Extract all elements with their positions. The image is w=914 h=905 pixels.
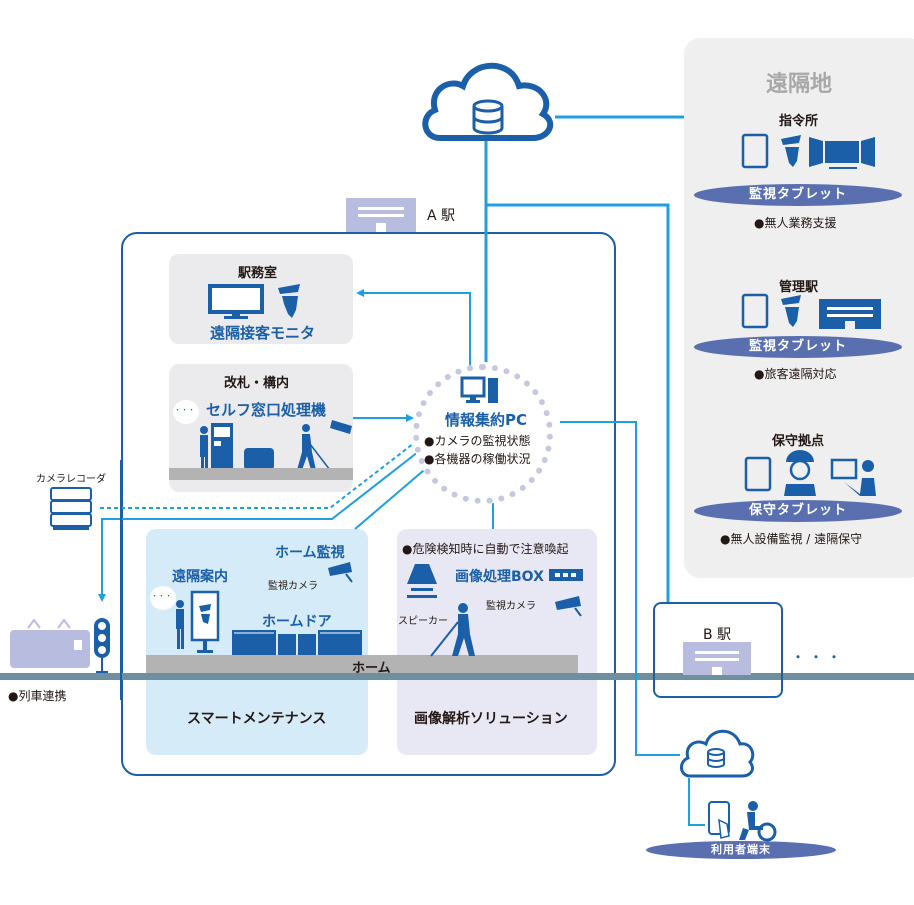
info-pc-bullet-1: ●カメラの監視状態 (424, 434, 531, 448)
smart-bubble-dots: ・・・ (151, 592, 172, 600)
site-name-command-center: 指令所 (779, 114, 819, 129)
station-staff-icon (278, 284, 300, 318)
speech-bubble (173, 400, 199, 424)
station-a-label: A 駅 (427, 208, 456, 224)
image-analysis-note: ●危険検知時に自動で注意喚起 (402, 542, 569, 556)
platform (146, 655, 578, 675)
smartphone-icon (708, 801, 730, 839)
line-pc-office (356, 289, 471, 370)
train-icon (10, 618, 90, 668)
line-cloud-terminal (688, 778, 705, 826)
laptop-user-icon (830, 458, 876, 496)
traffic-signal-icon (94, 618, 110, 673)
pill-maintenance-tablet: 保守タブレット (694, 500, 902, 522)
site-3-icons (744, 450, 876, 496)
site-note-2: ●旅客遠隔対応 (754, 367, 837, 381)
cloud-icon (680, 729, 755, 778)
desktop-pc-icon (460, 376, 498, 403)
track (0, 673, 914, 680)
security-camera-icon (330, 420, 352, 434)
line-pc-user-cloud (560, 421, 680, 756)
visually-impaired-person-icon (297, 424, 331, 471)
office-icons (208, 284, 300, 319)
tablet-icon (744, 456, 772, 492)
site-note-1: ●無人業務支援 (754, 216, 837, 230)
train-and-signal (10, 618, 110, 673)
image-analysis-title: 画像解析ソリューション (414, 711, 568, 727)
image-analysis-panel (397, 529, 597, 755)
tablet-icon (741, 293, 769, 329)
camera-recorder-icon (50, 487, 92, 530)
station-b-label: B 駅 (703, 627, 732, 643)
smart-maintenance-title: スマートメンテナンス (187, 711, 327, 727)
line-to-station-b (486, 203, 670, 602)
security-camera-icon (555, 596, 582, 617)
site-name-maintenance-base: 保守拠点 (772, 434, 825, 449)
info-pc-bullet-2: ●各機器の稼働状況 (424, 452, 531, 466)
control-monitor-wall-icon (809, 137, 875, 169)
line-pc-signal (98, 451, 419, 602)
remote-title: 遠隔地 (766, 72, 833, 97)
ticket-counter-icon (244, 448, 274, 470)
user-cloud (680, 729, 755, 778)
wheelchair-user-icon (739, 801, 777, 842)
pill-user-terminal: 利用者端末 (646, 841, 836, 859)
platform-monitoring-label: ホーム監視 (275, 545, 345, 561)
office-title: 駅務室 (238, 266, 278, 281)
tablet-icon (741, 133, 769, 169)
line-smart-pc (354, 463, 432, 530)
platform-door-label: ホームドア (262, 614, 332, 630)
station-b-building-icon (683, 642, 751, 675)
cloud-server (422, 62, 554, 141)
train-link-label: ●列車連携 (8, 689, 67, 703)
speaker-icon (407, 564, 437, 598)
site-1-icons (741, 133, 875, 169)
site-note-3: ●無人設備監視 / 遠隔保守 (720, 532, 863, 546)
site-2-icons (741, 293, 881, 329)
ticket-machine-icon (211, 423, 233, 473)
digital-signage-icon (190, 590, 220, 653)
visually-impaired-person-icon (430, 603, 475, 657)
image-camera-label: 監視カメラ (486, 601, 536, 612)
gate-floor (169, 468, 353, 480)
speech-bubble (150, 586, 176, 610)
maintenance-worker-icon (784, 450, 816, 496)
speaker-label: スピーカー (398, 616, 448, 627)
database-icon (472, 99, 504, 135)
station-staff-icon (781, 295, 801, 327)
station-building-icon (819, 299, 881, 329)
office-caption: 遠隔接客モニタ (210, 324, 316, 342)
pill-monitor-tablet-2: 監視タブレット (694, 336, 902, 358)
more-stations-ellipsis: ・・・ (792, 650, 847, 664)
image-processing-box-label: 画像処理BOX (455, 569, 544, 585)
image-processing-box-icon (549, 569, 583, 581)
gate-scene (200, 420, 352, 473)
security-camera-icon (328, 562, 353, 583)
camera-recorder-label: カメラレコーダ (36, 474, 106, 485)
line-recorder-pc (100, 439, 419, 509)
user-terminal-icons (708, 801, 777, 842)
station-a-building-icon (346, 198, 416, 232)
smart-camera-label: 監視カメラ (268, 581, 318, 592)
platform-door-icon (232, 630, 362, 655)
remote-guide-label: 遠隔案内 (172, 569, 228, 585)
gate-bubble-dots: ・・・ (174, 406, 195, 414)
station-staff-icon (781, 135, 801, 167)
site-name-control-station: 管理駅 (779, 280, 819, 295)
person-icon (200, 426, 208, 471)
info-pc-title: 情報集約PC (445, 411, 528, 429)
platform-label: ホーム (352, 661, 391, 676)
digital-signage-scene (176, 590, 220, 653)
gate-caption: セルフ窓口処理機 (206, 401, 327, 419)
pill-monitor-tablet-1: 監視タブレット (694, 184, 902, 206)
monitor-icon (208, 284, 264, 319)
database-icon (707, 748, 725, 768)
gate-title: 改札・構内 (224, 376, 290, 391)
station-b-frame (653, 602, 783, 698)
person-icon (176, 600, 184, 649)
